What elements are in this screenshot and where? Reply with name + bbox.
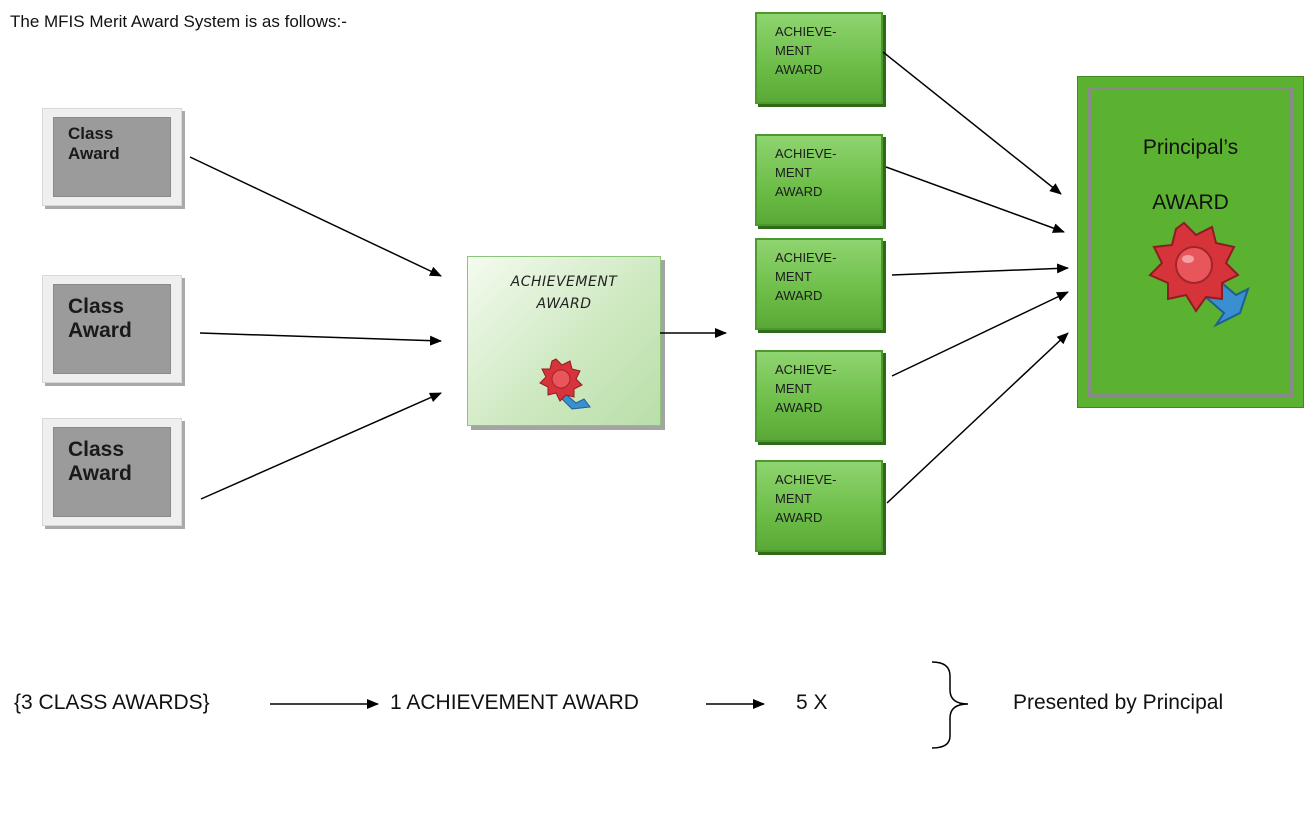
class-award-label: Class Award (53, 427, 171, 517)
achievement-card-title: ACHIEVEMENT AWARD (468, 271, 660, 316)
summary-multiplier: 5 X (796, 691, 828, 714)
achievement-box-line1: ACHIEVE- (775, 472, 837, 487)
summary-presented: Presented by Principal (1013, 691, 1224, 714)
arrow-box-1 (882, 51, 1062, 195)
brace-icon (931, 661, 969, 749)
class-award-box: Class Award (42, 108, 182, 206)
principal-award-line1: Principal’s (1142, 136, 1239, 159)
class-award-box: Class Award (42, 418, 182, 526)
principal-award-card: Principal’s AWARD (1077, 76, 1304, 408)
achievement-box-line2: MENT (775, 42, 812, 58)
summary-achievement: 1 ACHIEVEMENT AWARD (390, 691, 639, 714)
class-award-line2: Award (68, 143, 120, 163)
class-award-line1: Class (68, 124, 114, 143)
achievement-box: ACHIEVE- MENT AWARD (755, 350, 883, 442)
class-award-line2: Award (68, 462, 132, 486)
class-award-box: Class Award (42, 275, 182, 383)
achievement-box-line1: ACHIEVE- (775, 250, 837, 265)
achievement-box-line2: MENT (775, 490, 812, 506)
arrow-box-2 (885, 166, 1065, 233)
achievement-box: ACHIEVE- MENT AWARD (755, 238, 883, 330)
achievement-box-line3: AWARD (775, 61, 823, 77)
arrow-class-2 (199, 332, 442, 346)
arrow-class-3 (200, 392, 442, 500)
achievement-box-line3: AWARD (775, 287, 823, 303)
achievement-box-line1: ACHIEVE- (775, 24, 837, 39)
arrow-box-3 (891, 263, 1069, 276)
achievement-box-line3: AWARD (775, 183, 823, 199)
summary-class-awards: {3 CLASS AWARDS} (14, 691, 210, 714)
achievement-box-line1: ACHIEVE- (775, 362, 837, 377)
achievement-award-card: ACHIEVEMENT AWARD (467, 256, 661, 426)
achievement-box-line1: ACHIEVE- (775, 146, 837, 161)
principal-award-title: Principal’s AWARD (1078, 121, 1303, 230)
achievement-card-line1: ACHIEVEMENT (510, 274, 618, 290)
achievement-box: ACHIEVE- MENT AWARD (755, 12, 883, 104)
class-award-label: Class Award (53, 117, 171, 197)
principal-award-line2: AWARD (1152, 190, 1229, 214)
class-award-line1: Class (68, 295, 125, 318)
achievement-box-line2: MENT (775, 164, 812, 180)
achievement-box-line3: AWARD (775, 399, 823, 415)
arrow-box-5 (886, 332, 1069, 504)
award-seal-icon (1148, 221, 1250, 328)
achievement-box: ACHIEVE- MENT AWARD (755, 134, 883, 226)
arrow-box-4 (891, 291, 1069, 377)
achievement-box-line2: MENT (775, 380, 812, 396)
class-award-line2: Award (68, 319, 132, 343)
achievement-box: ACHIEVE- MENT AWARD (755, 460, 883, 552)
class-award-label: Class Award (53, 284, 171, 374)
award-seal-icon (539, 358, 591, 410)
intro-text: The MFIS Merit Award System is as follow… (10, 12, 347, 31)
arrow-class-1 (189, 156, 442, 277)
principal-award-frame (1088, 87, 1293, 397)
class-award-line1: Class (68, 438, 125, 461)
achievement-box-line2: MENT (775, 268, 812, 284)
achievement-box-line3: AWARD (775, 509, 823, 525)
achievement-card-line2: AWARD (536, 296, 592, 313)
